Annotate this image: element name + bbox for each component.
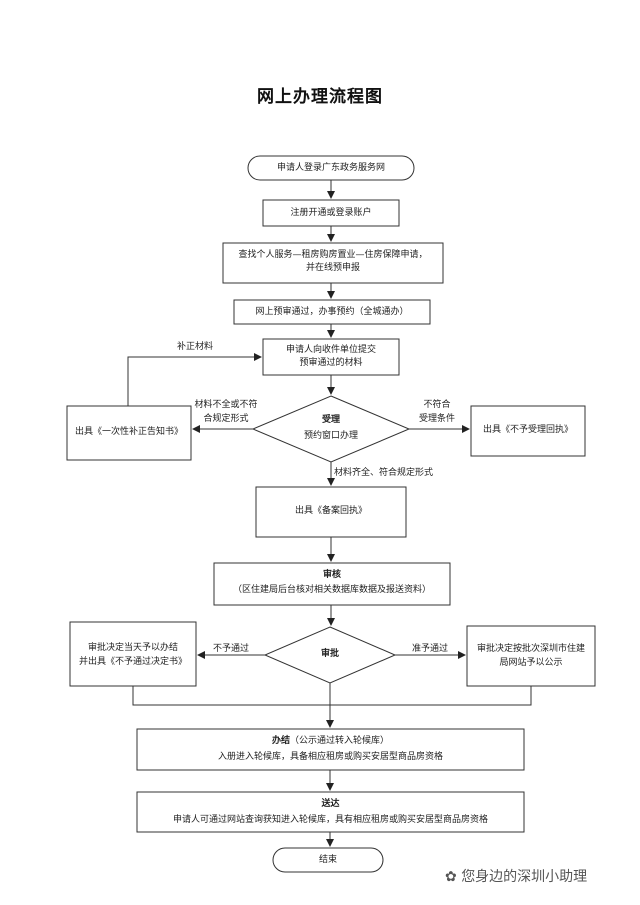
accept-title: 受理 [321, 415, 340, 425]
filing-receipt-box [255, 486, 407, 538]
deny-decision-line1: 审批决定当天予以办结 [87, 643, 178, 653]
register-box [262, 199, 400, 227]
prereview-box [233, 299, 431, 325]
approve-decision-box [466, 625, 596, 687]
deliver-subtitle: 申请人可通过网站查询获知进入轮候库，具有相应租房或购买安居型商品房资格 [172, 815, 488, 825]
supplement-notice-label: 出具《一次性补正告知书》 [74, 427, 183, 437]
deny-decision-box [69, 621, 197, 687]
reject-notice-box [470, 405, 586, 457]
review-box [213, 562, 451, 606]
watermark-text: 您身边的深圳小助理 [461, 869, 588, 885]
edge-label-incomplete-line2: 合规定形式 [203, 414, 249, 424]
start-label: 申请人登录广东政务服务网 [276, 163, 385, 173]
edge-label-not-meet-line2: 受理条件 [418, 414, 455, 424]
complete-title-row: 办结（公示通过转入轮候库） [137, 735, 524, 747]
review-title: 审核 [322, 570, 341, 580]
end-terminal [272, 847, 384, 873]
review-subtitle: （区住建局后台核对相关数据库数据及报送资料） [232, 585, 431, 595]
find-service-line1: 查找个人服务—租房购房置业—住房保障申请， [238, 250, 428, 260]
approval-title: 审批 [320, 649, 339, 659]
complete-title: 办结 [271, 736, 290, 746]
submit-material-line2: 预审通过的材料 [299, 358, 363, 368]
edge-label-not-pass: 不予通过 [212, 644, 249, 654]
page-title: 网上办理流程图 [257, 87, 383, 107]
filing-receipt-label: 出具《备案回执》 [294, 506, 367, 516]
prereview-label: 网上预审通过，办事预约（全城通办） [255, 307, 409, 317]
approve-decision-line2: 局网站予以公示 [499, 658, 563, 668]
deliver-box [136, 791, 525, 833]
edge-label-not-meet-line1: 不符合 [423, 400, 451, 410]
complete-title-sub: （公示通过转入轮候库） [290, 736, 390, 746]
register-label: 注册开通或登录账户 [290, 208, 372, 218]
edge-label-incomplete-line1: 材料不全或不符 [194, 400, 258, 410]
edge-label-complete-material: 材料齐全、符合规定形式 [334, 468, 434, 478]
wechat-icon: ✿ [445, 869, 457, 885]
find-service-line2: 并在线预申报 [305, 263, 360, 273]
accept-subtitle: 预约窗口办理 [303, 431, 358, 441]
reject-notice-label: 出具《不予受理回执》 [482, 425, 573, 435]
deny-decision-line2: 并出具《不予通过决定书》 [78, 657, 187, 667]
find-service-box [222, 242, 444, 284]
deliver-title: 送达 [321, 799, 340, 809]
watermark-row: ✿ 您身边的深圳小助理 [445, 866, 587, 886]
accept-diamond [251, 395, 411, 463]
end-label: 结束 [318, 855, 337, 865]
supplement-notice-box [66, 405, 192, 461]
edge-label-supplement: 补正材料 [176, 342, 213, 352]
edge-label-pass: 准予通过 [411, 644, 448, 654]
approve-decision-line1: 审批决定按批次深圳市住建 [476, 644, 585, 654]
complete-subtitle: 入册进入轮候库，具备相应租房或购买安居型商品房资格 [217, 752, 443, 762]
submit-material-line1: 申请人向收件单位提交 [285, 345, 376, 355]
